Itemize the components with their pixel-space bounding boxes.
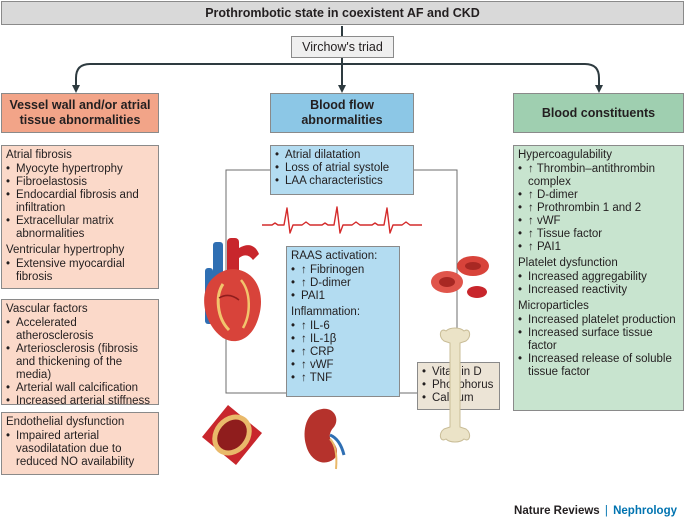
list-item: Atrial dilatation bbox=[275, 149, 409, 162]
list-item: ↑ vWF bbox=[518, 215, 679, 228]
list-item: Increased surface tissue factor bbox=[518, 327, 679, 353]
list-item: ↑ CRP bbox=[291, 346, 395, 359]
panel-blood-constituents: Hypercoagulability ↑ Thrombin–antithromb… bbox=[513, 145, 684, 411]
list-item: Increased arterial stiffness bbox=[6, 395, 154, 408]
list-item: LAA characteristics bbox=[275, 175, 409, 188]
category-blood-constituents: Blood constituents bbox=[513, 93, 684, 133]
panel-subheading: Inflammation: bbox=[291, 306, 361, 318]
list-item: ↑ D-dimer bbox=[518, 189, 679, 202]
list-item: Arteriosclerosis (fibrosis and thickenin… bbox=[6, 343, 154, 382]
panel-heading: RAAS activation: bbox=[291, 250, 378, 262]
bone-illustration bbox=[439, 327, 471, 443]
virchow-triad-node: Virchow's triad bbox=[291, 36, 394, 58]
list-item: Myocyte hypertrophy bbox=[6, 163, 154, 176]
list-item: Loss of atrial systole bbox=[275, 162, 409, 175]
list-item: PAI1 bbox=[291, 290, 395, 303]
panel-heading: Atrial fibrosis bbox=[6, 149, 72, 161]
panel-endothelial-dysfunction: Endothelial dysfunction Impaired arteria… bbox=[1, 412, 159, 475]
list-item: Arterial wall calcification bbox=[6, 382, 154, 395]
kidney-illustration bbox=[304, 408, 346, 470]
panel-vascular-factors: Vascular factors Accelerated atheroscler… bbox=[1, 299, 159, 408]
footer-separator: | bbox=[604, 505, 608, 517]
list-item: Fibroelastosis bbox=[6, 176, 154, 189]
list-item: Extensive myocardial fibrosis bbox=[6, 258, 154, 284]
panel-raas-inflammation: RAAS activation: ↑ Fibrinogen ↑ D-dimer … bbox=[286, 246, 400, 397]
panel-heading: Endothelial dysfunction bbox=[6, 416, 125, 428]
panel-heading: Hypercoagulability bbox=[518, 149, 612, 161]
category-blood-flow: Blood flow abnormalities bbox=[270, 93, 414, 133]
list-item: ↑ Fibrinogen bbox=[291, 264, 395, 277]
panel-heading: Microparticles bbox=[518, 300, 589, 312]
list-item: ↑ PAI1 bbox=[518, 241, 679, 254]
heart-illustration bbox=[204, 238, 261, 342]
publisher-name: Nature Reviews bbox=[514, 505, 600, 517]
list-item: Increased reactivity bbox=[518, 284, 679, 297]
artery-cross-section-illustration bbox=[202, 405, 262, 465]
panel-heading: Vascular factors bbox=[6, 303, 88, 315]
list-item: ↑ TNF bbox=[291, 372, 395, 385]
list-item: ↑ Prothrombin 1 and 2 bbox=[518, 202, 679, 215]
list-item: Increased platelet production bbox=[518, 314, 679, 327]
list-item: ↑ Thrombin–antithrombin complex bbox=[518, 163, 679, 189]
list-item: ↑ IL-6 bbox=[291, 320, 395, 333]
category-vessel-wall: Vessel wall and/or atrial tissue abnorma… bbox=[1, 93, 159, 133]
list-item: Impaired arterial vasodilatation due to … bbox=[6, 430, 154, 469]
diagram-title: Prothrombotic state in coexistent AF and… bbox=[1, 1, 684, 25]
list-item: ↑ vWF bbox=[291, 359, 395, 372]
panel-subheading: Ventricular hypertrophy bbox=[6, 244, 125, 256]
panel-heading: Platelet dysfunction bbox=[518, 257, 618, 269]
list-item: Extracellular matrix abnormalities bbox=[6, 215, 154, 241]
journal-name: Nephrology bbox=[613, 505, 677, 517]
panel-atrial-fibrosis: Atrial fibrosis Myocyte hypertrophy Fibr… bbox=[1, 145, 159, 289]
list-item: ↑ IL-1β bbox=[291, 333, 395, 346]
arrow-to-constituents bbox=[342, 63, 603, 93]
list-item: ↑ D-dimer bbox=[291, 277, 395, 290]
list-item: Accelerated atherosclerosis bbox=[6, 317, 154, 343]
ecg-trace-icon bbox=[262, 206, 422, 234]
list-item: Increased aggregability bbox=[518, 271, 679, 284]
list-item: ↑ Tissue factor bbox=[518, 228, 679, 241]
list-item: Endocardial fibrosis and infiltration bbox=[6, 189, 154, 215]
panel-blood-flow: Atrial dilatation Loss of atrial systole… bbox=[270, 145, 414, 195]
list-item: Phosphorus bbox=[422, 379, 495, 392]
red-blood-cells-illustration bbox=[431, 256, 489, 298]
arrow-to-vessel bbox=[72, 58, 343, 93]
list-item: Increased release of soluble tissue fact… bbox=[518, 353, 679, 379]
journal-footer: Nature Reviews | Nephrology bbox=[514, 505, 677, 517]
